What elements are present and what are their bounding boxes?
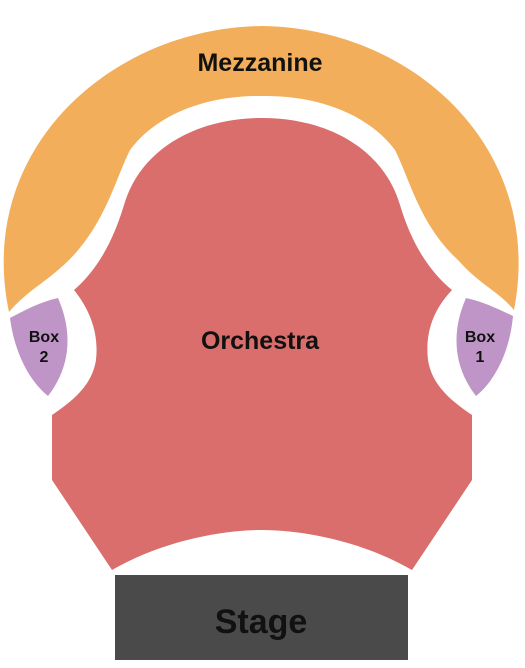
box-1-section[interactable] xyxy=(456,298,513,396)
stage[interactable] xyxy=(115,575,408,660)
box-2-section[interactable] xyxy=(10,298,68,396)
orchestra-section[interactable] xyxy=(52,118,472,570)
mezzanine-section[interactable] xyxy=(3,26,519,312)
